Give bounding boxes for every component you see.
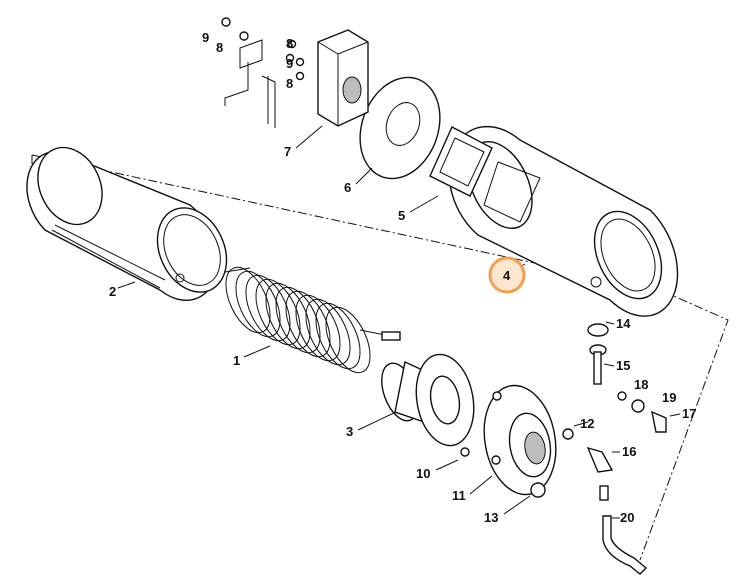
part-7-duct[interactable] xyxy=(317,29,369,127)
part-19-nut[interactable] xyxy=(631,399,645,413)
part-12-nut[interactable] xyxy=(562,428,574,440)
part-10-gasket[interactable] xyxy=(409,350,480,457)
callout-18: 18 xyxy=(634,377,648,392)
part-20-pipe[interactable] xyxy=(599,485,648,575)
part-4-inner-cylinder[interactable] xyxy=(448,125,679,317)
callout-19: 19 xyxy=(662,390,676,405)
callout-2: 2 xyxy=(109,284,116,299)
part-14-clip[interactable] xyxy=(587,323,609,337)
callout-8-a: 8 xyxy=(216,40,223,55)
callout-7: 7 xyxy=(284,144,291,159)
callout-15: 15 xyxy=(616,358,630,373)
part-bracket-tubing xyxy=(224,39,276,128)
part-15-pin[interactable] xyxy=(589,344,607,385)
part-11-end-flange[interactable] xyxy=(476,380,564,500)
callout-6: 6 xyxy=(344,180,351,195)
callout-13: 13 xyxy=(484,510,498,525)
callout-9-a: 9 xyxy=(202,30,209,45)
part-18-washer[interactable] xyxy=(617,391,627,401)
callout-1: 1 xyxy=(233,353,240,368)
part-17-elbow[interactable] xyxy=(651,410,667,433)
callout-5: 5 xyxy=(398,208,405,223)
callout-11: 11 xyxy=(452,488,466,503)
callout-10: 10 xyxy=(416,466,430,481)
callout-12: 12 xyxy=(580,416,594,431)
part-13-nut[interactable] xyxy=(530,482,546,498)
part-1-coil[interactable] xyxy=(217,261,401,380)
fasteners-8-9[interactable] xyxy=(221,17,305,81)
part-6-round-plate[interactable] xyxy=(347,66,454,190)
highlight-ring[interactable] xyxy=(488,256,526,294)
callout-14: 14 xyxy=(616,316,631,331)
callout-9-b: 9 xyxy=(286,56,293,71)
callout-3: 3 xyxy=(346,424,353,439)
part-16-fitting[interactable] xyxy=(586,446,614,473)
part-2-outer-shell[interactable] xyxy=(26,137,240,303)
callout-4[interactable]: 4 xyxy=(503,268,511,283)
callout-20: 20 xyxy=(620,510,634,525)
callout-8-b: 8 xyxy=(286,36,293,51)
leader-lines xyxy=(117,125,681,519)
part-5-frame[interactable] xyxy=(429,126,493,197)
callout-8-c: 8 xyxy=(286,76,293,91)
callout-17: 17 xyxy=(682,406,696,421)
callout-16: 16 xyxy=(622,444,636,459)
